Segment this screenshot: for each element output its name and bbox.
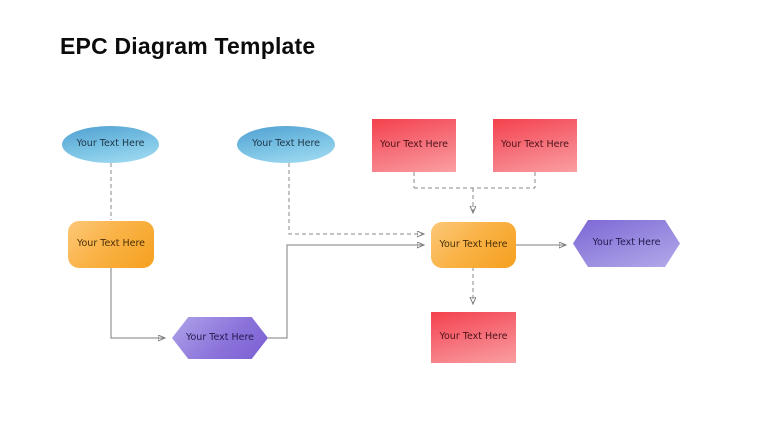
node-process-path-right[interactable]: Your Text Here [573, 220, 680, 267]
node-label: Your Text Here [185, 331, 255, 343]
node-label: Your Text Here [76, 238, 146, 250]
page-title: EPC Diagram Template [60, 33, 316, 59]
node-input-top-1[interactable]: Your Text Here [372, 119, 456, 172]
node-event-top-middle[interactable]: Your Text Here [237, 126, 335, 163]
node-label: Your Text Here [500, 139, 570, 151]
node-event-top-left[interactable]: Your Text Here [62, 126, 159, 163]
node-function-middle[interactable]: Your Text Here [431, 222, 516, 268]
node-output-bottom[interactable]: Your Text Here [431, 312, 516, 363]
node-label: Your Text Here [439, 238, 508, 250]
node-input-top-2[interactable]: Your Text Here [493, 119, 577, 172]
connector-function1-hexagon1 [110, 267, 165, 338]
node-label: Your Text Here [439, 331, 508, 343]
connector-event2-function2 [288, 163, 424, 234]
node-label: Your Text Here [76, 138, 145, 150]
node-label: Your Text Here [251, 138, 321, 150]
node-function-left[interactable]: Your Text Here [68, 221, 154, 268]
node-process-path-bottom[interactable]: Your Text Here [172, 317, 268, 359]
node-label: Your Text Here [379, 139, 449, 151]
node-label: Your Text Here [592, 237, 661, 249]
connector-hexagon1-function2 [268, 245, 424, 339]
